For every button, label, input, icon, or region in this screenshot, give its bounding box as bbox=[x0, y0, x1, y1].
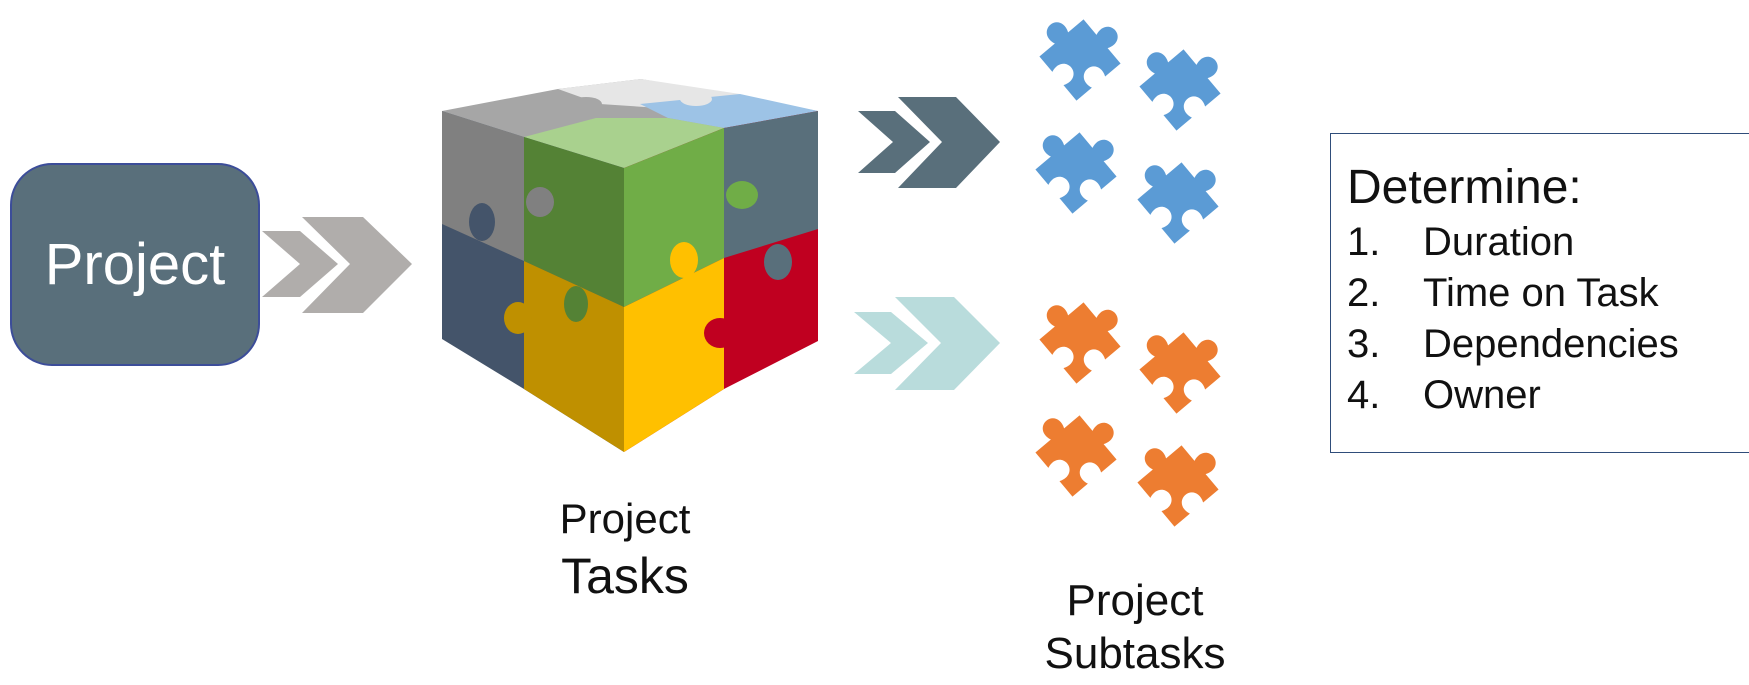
subtasks-caption-line2: Subtasks bbox=[1044, 628, 1226, 678]
cube-knob-top-gray bbox=[570, 97, 602, 111]
cube-knob-navy bbox=[469, 203, 495, 241]
determine-item: 1. Duration bbox=[1347, 217, 1749, 268]
chevron-large-gray bbox=[302, 217, 412, 313]
chevron-arrow-gray bbox=[262, 217, 412, 313]
determine-item-label: Time on Task bbox=[1423, 271, 1659, 315]
determine-item-number: 1. bbox=[1347, 220, 1381, 264]
puzzle-cube bbox=[442, 79, 818, 452]
cube-knob-lightgreen bbox=[726, 181, 758, 209]
cube-knob-top-white bbox=[680, 92, 712, 106]
cube-right-lightgreenpiece bbox=[624, 128, 724, 307]
chevron-small-gray bbox=[262, 231, 338, 297]
cube-knob-red bbox=[704, 318, 736, 348]
determine-item-label: Dependencies bbox=[1423, 322, 1679, 366]
orange-puzzle-piece-icon bbox=[1028, 278, 1134, 384]
project-box-label: Project bbox=[44, 232, 226, 297]
determine-item-label: Duration bbox=[1423, 220, 1575, 264]
chevron-large-mint bbox=[895, 297, 1000, 390]
tasks-caption-line2: Tasks bbox=[561, 548, 689, 605]
orange-puzzle-pieces bbox=[1024, 278, 1234, 527]
cube-left-goldpiece bbox=[524, 261, 624, 452]
determine-item-number: 4. bbox=[1347, 373, 1381, 417]
cube-knob-gold bbox=[504, 302, 532, 334]
determine-box: Determine: 1. Duration 2. Time on Task 3. D… bbox=[1330, 133, 1749, 453]
cube-knob-yellow bbox=[670, 242, 698, 278]
orange-puzzle-piece-icon bbox=[1128, 308, 1234, 414]
orange-puzzle-piece-icon bbox=[1024, 391, 1130, 497]
tasks-caption-line1: Project bbox=[559, 495, 691, 542]
determine-item: 2. Time on Task bbox=[1347, 268, 1749, 319]
tasks-caption: Project Tasks bbox=[500, 494, 750, 606]
cube-top-greenpiece bbox=[524, 118, 724, 168]
chevron-large-slate bbox=[898, 97, 1000, 188]
blue-puzzle-piece-icon bbox=[1024, 108, 1130, 214]
determine-title: Determine: bbox=[1347, 161, 1582, 214]
blue-puzzle-piece-icon bbox=[1028, 0, 1134, 101]
cube-knob-slate bbox=[764, 244, 792, 280]
cube-knob-green bbox=[564, 286, 588, 322]
cube-left-greenpiece bbox=[524, 137, 624, 307]
cube-right-slatepiece bbox=[724, 111, 818, 258]
chevron-small-mint bbox=[854, 312, 928, 374]
determine-item: 4. Owner bbox=[1347, 370, 1749, 421]
orange-puzzle-piece-icon bbox=[1126, 421, 1232, 527]
cube-left-graypiece bbox=[442, 111, 524, 261]
blue-puzzle-pieces bbox=[1024, 0, 1234, 244]
cube-right-yellowpiece bbox=[624, 258, 724, 452]
chevron-arrow-mint bbox=[854, 297, 1000, 390]
determine-item-number: 3. bbox=[1347, 322, 1381, 366]
determine-item: 3. Dependencies bbox=[1347, 319, 1749, 370]
blue-puzzle-piece-icon bbox=[1128, 25, 1234, 131]
blue-puzzle-piece-icon bbox=[1126, 138, 1232, 244]
determine-item-number: 2. bbox=[1347, 271, 1381, 315]
subtasks-caption-line1: Project bbox=[1066, 576, 1204, 625]
determine-item-label: Owner bbox=[1423, 373, 1541, 417]
determine-list: 1. Duration 2. Time on Task 3. Dependencies… bbox=[1347, 217, 1749, 421]
project-box: Project bbox=[10, 163, 260, 366]
subtasks-caption: Project Subtasks bbox=[1010, 575, 1260, 681]
cube-knob-gray bbox=[526, 187, 554, 217]
chevron-arrow-slate bbox=[858, 97, 1000, 188]
chevron-small-slate bbox=[858, 111, 930, 173]
